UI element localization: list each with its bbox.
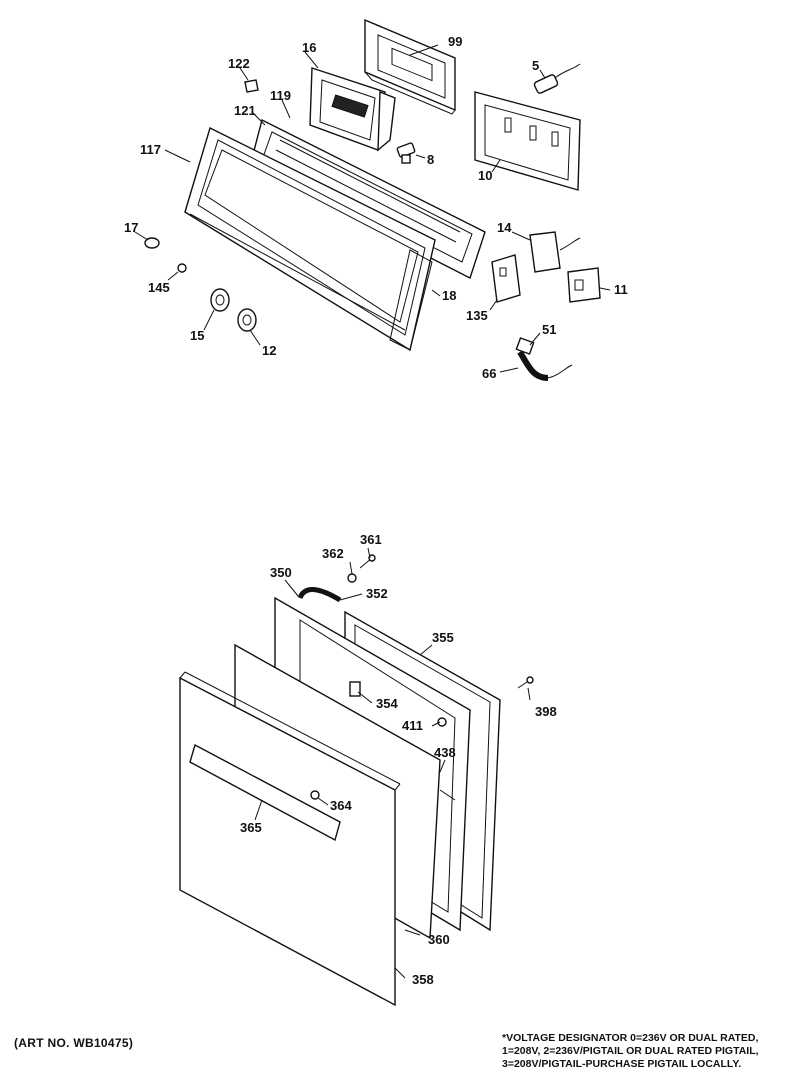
part-99-bracket	[364, 18, 456, 115]
part-358-door-panel	[179, 671, 401, 1007]
callout-11: 11	[614, 282, 628, 297]
callout-16: 16	[302, 40, 316, 55]
callout-121: 121	[234, 103, 256, 118]
callout-355: 355	[432, 630, 454, 645]
voltage-note-line3: 3=208V/PIGTAIL-PURCHASE PIGTAIL LOCALLY.	[502, 1058, 742, 1070]
part-365-handle	[189, 743, 341, 842]
part-117-panel-frame	[184, 127, 436, 352]
callout-364: 364	[330, 798, 352, 813]
art-number: (ART NO. WB10475)	[14, 1036, 134, 1050]
part-11-switch	[567, 267, 601, 303]
part-12-knob	[237, 308, 257, 332]
part-15-knob	[210, 288, 230, 312]
part-352-gasket	[297, 587, 342, 603]
part-398-screw	[517, 676, 534, 689]
part-17-lens	[144, 237, 160, 249]
part-122-clip	[244, 79, 259, 93]
callout-145: 145	[148, 280, 170, 295]
callout-8: 8	[427, 152, 434, 167]
callout-12: 12	[262, 343, 276, 358]
callout-365: 365	[240, 820, 262, 835]
part-10-rear-bracket	[474, 91, 581, 191]
leader-lines	[134, 44, 611, 979]
callout-398: 398	[535, 704, 557, 719]
callout-352: 352	[366, 586, 388, 601]
part-18-trim	[389, 249, 433, 351]
part-361-screw	[359, 554, 376, 569]
callout-14: 14	[497, 220, 512, 235]
callout-66: 66	[482, 366, 496, 381]
callout-10: 10	[478, 168, 492, 183]
callout-358: 358	[412, 972, 434, 987]
part-16-timer	[309, 67, 396, 152]
part-364-screw	[310, 790, 320, 800]
voltage-note: *VOLTAGE DESIGNATOR 0=236V OR DUAL RATED…	[502, 1032, 794, 1071]
callout-411: 411	[402, 718, 423, 733]
callout-360: 360	[428, 932, 450, 947]
callout-117: 117	[140, 142, 161, 157]
part-14-relay	[529, 231, 581, 273]
voltage-note-line1: *VOLTAGE DESIGNATOR 0=236V OR DUAL RATED…	[502, 1032, 759, 1044]
callout-350: 350	[270, 565, 292, 580]
callout-99: 99	[448, 34, 462, 49]
part-411-nut	[437, 717, 447, 727]
part-8-screw	[396, 142, 416, 164]
part-135-plate	[491, 254, 521, 303]
callout-15: 15	[190, 328, 204, 343]
part-145-nut	[177, 263, 187, 273]
callout-51: 51	[542, 322, 556, 337]
voltage-note-line2: 1=208V, 2=236V/PIGTAIL OR DUAL RATED PIG…	[502, 1045, 759, 1057]
callout-354: 354	[376, 696, 398, 711]
callout-362: 362	[322, 546, 344, 561]
callout-135: 135	[466, 308, 488, 323]
callout-18: 18	[442, 288, 456, 303]
part-5-terminal	[533, 63, 581, 94]
callout-5: 5	[532, 58, 539, 73]
callout-17: 17	[124, 220, 138, 235]
callout-438: 438	[434, 745, 456, 760]
part-362-washer	[347, 573, 357, 583]
callout-119: 119	[270, 88, 291, 103]
part-66-pigtail	[515, 337, 573, 381]
callout-361: 361	[360, 532, 382, 547]
part-354-latch	[349, 681, 361, 697]
callout-122: 122	[228, 56, 250, 71]
